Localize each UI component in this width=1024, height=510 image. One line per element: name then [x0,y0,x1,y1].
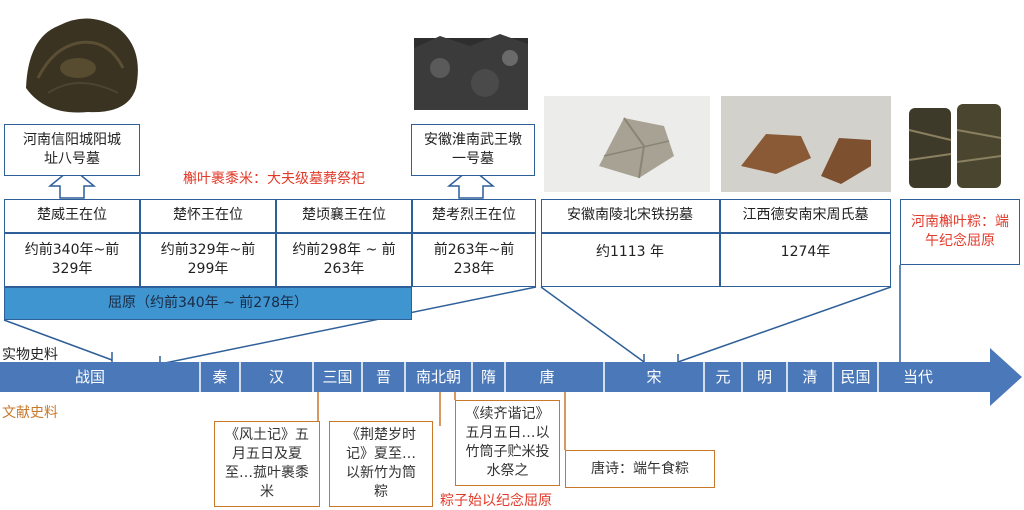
zongzi-quyuan-note: 粽子始以纪念屈原 [440,493,552,509]
photo-xinyang-leaf [18,8,146,118]
king-huai-name: 楚怀王在位 [173,207,243,223]
song-divider-h [541,232,891,234]
arrow-up-xinyang [47,167,97,199]
arrow-up-huainan [446,167,496,199]
era-qing: 清 [802,368,818,386]
huainan-tomb-box: 安徽淮南武王墩一号墓 [411,124,535,176]
kings-divider-h [4,232,536,234]
king-wei-name: 楚威王在位 [37,207,107,223]
king-huai-period: 约前329年~前299年 [160,242,256,277]
doc-xuqi-xie-ji: 《续齐谐记》五月五日…以竹筒子贮米投水祭之 [455,400,560,486]
quyuan-bar: 屈原（约前340年 ~ 前278年） [4,287,412,320]
dean-year: 1274年 [780,243,831,260]
doc-jingchu-suishi-ji: 《荆楚岁时记》夏至…以新竹为筒粽 [329,421,433,507]
photo-lingbei [544,96,710,192]
song-divider-v [719,199,721,287]
dean-place: 江西德安南宋周氏墓 [742,207,869,223]
era-three-kingdoms: 三国 [322,368,353,386]
song-tombs-table [541,199,891,287]
physical-sources-label: 实物史料 [2,347,58,363]
king-kaolie-period: 前263年~前238年 [433,242,515,277]
era-warring-states: 战国 [74,368,105,386]
era-southern-northern: 南北朝 [415,368,461,386]
era-han: 汉 [268,368,284,386]
era-tang: 唐 [539,368,555,386]
era-ming: 明 [756,368,772,386]
henan-zongzi-box: 河南槲叶粽：端午纪念屈原 [900,199,1020,265]
era-qin: 秦 [212,368,228,386]
photo-henan-zongzi [905,100,1005,196]
era-contemporary: 当代 [902,368,933,386]
king-qingxiang-name: 楚顷襄王在位 [302,207,386,223]
timeline-arrow [0,348,1022,406]
lingbei-year: 约1113 年 [595,243,665,260]
king-kaolie-name: 楚考烈王在位 [432,207,516,223]
era-republic: 民国 [840,368,871,386]
lingbei-place: 安徽南陵北宋铁拐墓 [567,207,693,223]
era-yuan: 元 [715,368,731,386]
kings-table [4,199,536,287]
king-wei-period: 约前340年~前329年 [24,242,120,277]
kings-divider-v3 [411,199,413,287]
photo-huainan-black [410,28,532,120]
documentary-sources-label: 文献史料 [2,405,58,421]
kings-divider-v2 [275,199,277,287]
king-qingxiang-period: 约前298年 ~ 前263年 [292,242,396,277]
era-song: 宋 [646,368,662,386]
doc-fengtu-ji: 《风土记》五月五日及夏至…菰叶裹黍米 [214,421,320,507]
kings-divider-v1 [139,199,141,287]
huye-note: 槲叶裹黍米：大夫级墓葬祭祀 [183,171,365,187]
era-jin: 晋 [375,368,391,386]
doc-tang-poem: 唐诗：端午食粽 [565,450,715,488]
photo-dean [721,96,891,192]
era-sui: 隋 [480,368,496,386]
xinyang-tomb-box: 河南信阳城阳城址八号墓 [4,124,140,176]
